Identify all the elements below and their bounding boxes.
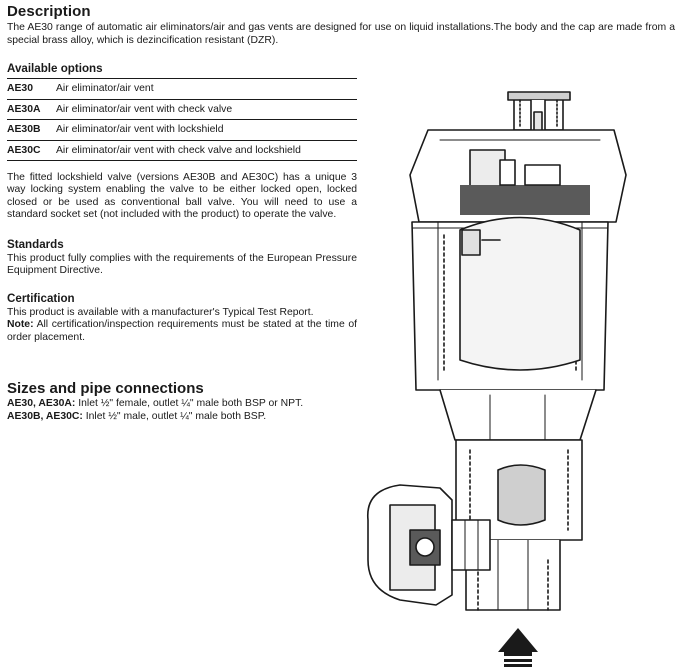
option-description: Air eliminator/air vent <box>56 78 357 100</box>
table-row: AE30 Air eliminator/air vent <box>7 78 357 100</box>
sizes-line: AE30, AE30A: Inlet ½" female, outlet ¼" … <box>7 398 303 410</box>
option-code: AE30 <box>7 78 56 100</box>
description-text: The AE30 range of automatic air eliminat… <box>7 22 675 46</box>
options-table: AE30 Air eliminator/air vent AE30A Air e… <box>7 78 357 161</box>
air-eliminator-cutaway-drawing <box>367 91 627 667</box>
table-row: AE30C Air eliminator/air vent with check… <box>7 140 357 161</box>
option-code: AE30C <box>7 140 56 161</box>
certification-text: This product is available with a manufac… <box>7 307 357 344</box>
certification-title: Certification <box>7 292 75 305</box>
sizes-text: Inlet ½" male, outlet ¼" male both BSP. <box>82 411 267 422</box>
option-code: AE30B <box>7 119 56 141</box>
sizes-title: Sizes and pipe connections <box>7 380 204 397</box>
option-description: Air eliminator/air vent with lockshield <box>56 119 357 141</box>
certification-body: This product is available with a manufac… <box>7 307 314 318</box>
flow-arrow-icon <box>498 628 538 667</box>
note-label: Note: <box>7 319 34 331</box>
sizes-label: AE30, AE30A: <box>7 398 76 409</box>
sizes-line: AE30B, AE30C: Inlet ½" male, outlet ¼" m… <box>7 411 266 423</box>
table-row: AE30B Air eliminator/air vent with locks… <box>7 119 357 141</box>
table-row: AE30A Air eliminator/air vent with check… <box>7 99 357 120</box>
sizes-text: Inlet ½" female, outlet ¼" male both BSP… <box>75 398 304 409</box>
note-text: All certification/inspection requirement… <box>7 319 357 343</box>
sizes-label: AE30B, AE30C: <box>7 411 83 422</box>
option-description: Air eliminator/air vent with check valve <box>56 99 357 120</box>
description-title: Description <box>7 3 91 20</box>
standards-title: Standards <box>7 238 64 251</box>
option-description: Air eliminator/air vent with check valve… <box>56 140 357 161</box>
lockshield-text: The fitted lockshield valve (versions AE… <box>7 172 357 220</box>
available-options-title: Available options <box>7 62 103 75</box>
standards-text: This product fully complies with the req… <box>7 253 357 277</box>
option-code: AE30A <box>7 99 56 120</box>
